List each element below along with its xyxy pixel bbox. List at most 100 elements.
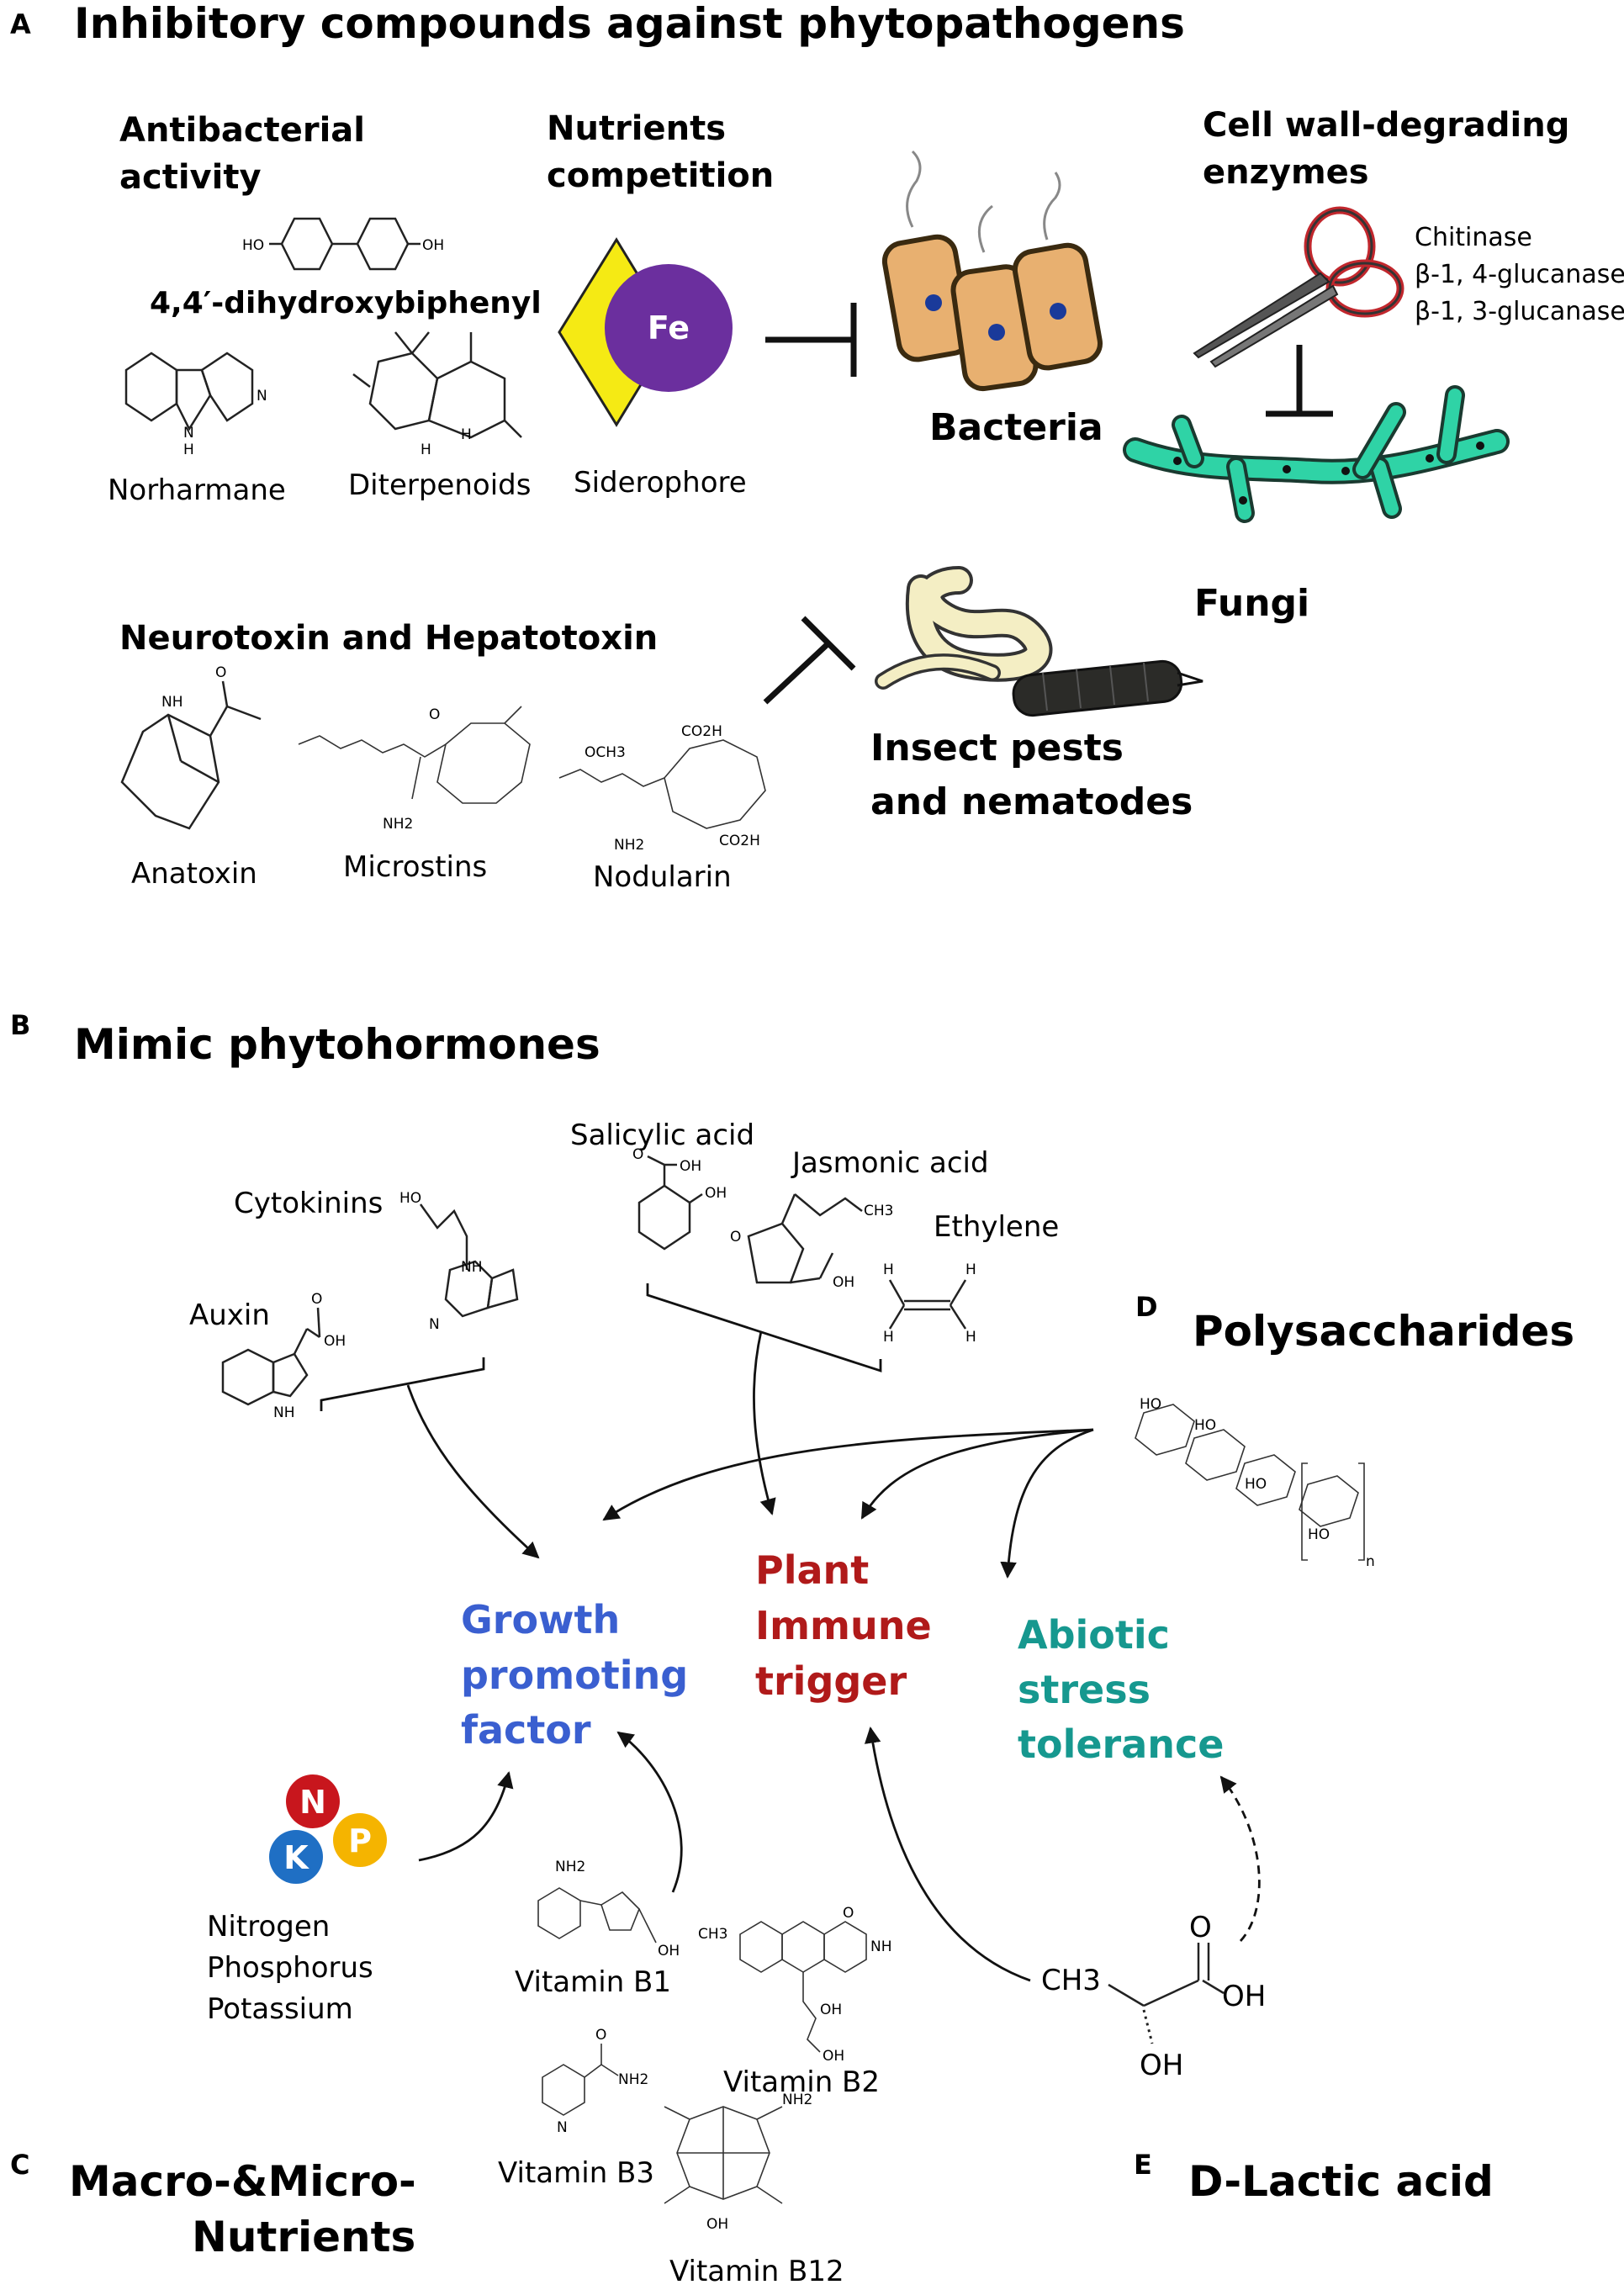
abiotic-label-1: Abiotic <box>1018 1612 1170 1658</box>
enzyme-b14-glucanase: β-1, 4-glucanase <box>1415 260 1624 289</box>
chem-o-b3: O <box>595 2027 606 2044</box>
panel-c-title-1: Macro-&Micro- <box>69 2157 416 2206</box>
abiotic-label-2: stress <box>1018 1667 1151 1712</box>
panel-c-title-2: Nutrients <box>192 2213 415 2261</box>
arrow-poly-immune <box>860 1428 1094 1520</box>
immune-label-2: Immune <box>755 1603 932 1648</box>
chem-nh2-b3: NH2 <box>618 2071 648 2088</box>
nutrients-heading-1: Nutrients <box>547 109 726 148</box>
scissors-icon <box>1193 206 1404 368</box>
panel-a-title: Inhibitory compounds against phytopathog… <box>74 0 1185 48</box>
chem-nh2-n: NH2 <box>614 837 644 854</box>
arrow-npk-growth <box>418 1771 514 1862</box>
chem-n-2: N <box>183 425 194 442</box>
npk-k-label: K <box>283 1839 309 1876</box>
chem-o-m: O <box>429 706 440 723</box>
lactic-acid-structure: CH3 O OH OH <box>1041 1911 1266 2082</box>
arrow-hormones-growth <box>406 1384 540 1559</box>
cellwall-heading-1: Cell wall-degrading <box>1203 106 1569 145</box>
chem-ho-ps2: HO <box>1194 1417 1216 1434</box>
antibacterial-heading-2: activity <box>119 158 262 197</box>
microstins-structure: NH2 O <box>298 706 531 833</box>
chem-n-b3: N <box>557 2119 568 2136</box>
anatoxin-structure: NH O <box>120 664 262 830</box>
nutrients-heading-2: competition <box>547 156 774 195</box>
chem-h-e2: H <box>965 1261 976 1278</box>
insect-label-1: Insect pests <box>870 727 1124 770</box>
insect-label-2: and nematodes <box>870 780 1193 823</box>
chem-oh-b2b: OH <box>823 2048 844 2065</box>
panel-e-title: D-Lactic acid <box>1188 2157 1494 2206</box>
lactic-oh-2: OH <box>1140 2049 1183 2082</box>
vitamin-b3-structure: NH2 O N <box>542 2027 648 2136</box>
bacteria-illustration <box>881 150 1103 392</box>
chem-oh-b12: OH <box>706 2216 728 2233</box>
chem-o: O <box>215 664 226 681</box>
chem-n-sub: n <box>1366 1553 1375 1570</box>
vitamin-b12-label: Vitamin B12 <box>669 2255 844 2288</box>
diterpenoids-label: Diterpenoids <box>348 468 531 502</box>
npk-p-label: P <box>348 1822 372 1859</box>
npk-n-label: N <box>299 1784 326 1821</box>
fungi-label: Fungi <box>1194 582 1309 625</box>
nitrogen-label: Nitrogen <box>207 1910 330 1944</box>
chem-nh2-b12: NH2 <box>782 2092 812 2108</box>
chem-oh-aux: OH <box>324 1333 346 1350</box>
inhibit-enzymes-fungi <box>1266 345 1333 417</box>
chem-n: N <box>257 388 267 405</box>
salicylic-label: Salicylic acid <box>570 1119 754 1152</box>
antibacterial-heading-1: Antibacterial <box>119 111 365 150</box>
chem-oh-b2: OH <box>820 2002 842 2018</box>
salicylic-structure: OH OH O <box>632 1146 727 1251</box>
growth-label-1: Growth <box>461 1597 620 1642</box>
panel-d-letter: D <box>1135 1291 1158 1323</box>
auxin-label: Auxin <box>189 1298 270 1332</box>
insect-illustration <box>875 566 1203 717</box>
panel-e: E D-Lactic acid CH3 O OH OH <box>864 1727 1494 2206</box>
arrow-vitamins-growth <box>616 1731 683 1893</box>
chem-h-e1: H <box>883 1261 894 1278</box>
growth-label-2: promoting <box>461 1653 688 1698</box>
nodularin-label: Nodularin <box>593 860 732 894</box>
panel-a-letter: A <box>10 8 31 40</box>
chem-h-e4: H <box>965 1329 976 1346</box>
vitamin-b3-label: Vitamin B3 <box>498 2156 654 2190</box>
immune-label-3: trigger <box>755 1658 907 1704</box>
chem-h-d1: H <box>421 442 431 458</box>
chem-oh: OH <box>422 237 444 254</box>
chem-o-aux: O <box>311 1291 322 1308</box>
npk-icon: N P K <box>269 1774 387 1884</box>
fe-label: Fe <box>648 309 690 346</box>
chem-o-sa: O <box>632 1146 643 1163</box>
lactic-oh-1: OH <box>1222 1980 1266 2013</box>
anatoxin-label: Anatoxin <box>131 857 257 891</box>
chem-nh2-b1: NH2 <box>555 1859 585 1875</box>
neurotoxin-heading: Neurotoxin and Hepatotoxin <box>119 619 658 658</box>
chem-nh-aux: NH <box>273 1404 295 1421</box>
panel-c-letter: C <box>10 2149 29 2181</box>
jasmonic-label: Jasmonic acid <box>791 1146 989 1180</box>
polysaccharide-structure: n HO HO HO HO <box>1135 1396 1375 1570</box>
chem-nh-ck: NH <box>461 1259 483 1276</box>
ethylene-label: Ethylene <box>934 1210 1059 1244</box>
chem-co2h-2: CO2H <box>719 833 760 849</box>
cytokinins-structure: HO NH N <box>399 1190 519 1333</box>
vitamin-b1-label: Vitamin B1 <box>515 1965 671 1999</box>
inhibit-toxins-insects <box>763 616 856 705</box>
chem-co2h: CO2H <box>681 723 722 740</box>
chem-ho-ck: HO <box>399 1190 421 1207</box>
enzyme-b13-glucanase: β-1, 3-glucanase <box>1415 297 1624 326</box>
chem-ch3-b2: CH3 <box>698 1926 727 1943</box>
chem-h-e3: H <box>883 1329 894 1346</box>
bacteria-label: Bacteria <box>929 406 1103 449</box>
lactic-ch3: CH3 <box>1041 1964 1101 1997</box>
microstins-label: Microstins <box>343 850 487 884</box>
vitamin-b2-label: Vitamin B2 <box>723 2065 880 2099</box>
chem-ho: HO <box>242 237 264 254</box>
vitamin-b1-structure: NH2 OH <box>537 1859 680 1959</box>
panel-c: C Macro-&Micro- Nutrients N P K Nitrogen… <box>10 1731 892 2288</box>
jasmonic-structure: O OH CH3 <box>730 1193 893 1291</box>
panel-b: B Mimic phytohormones Salicylic acid OH … <box>10 1009 1225 1767</box>
immune-label-1: Plant <box>755 1547 869 1593</box>
